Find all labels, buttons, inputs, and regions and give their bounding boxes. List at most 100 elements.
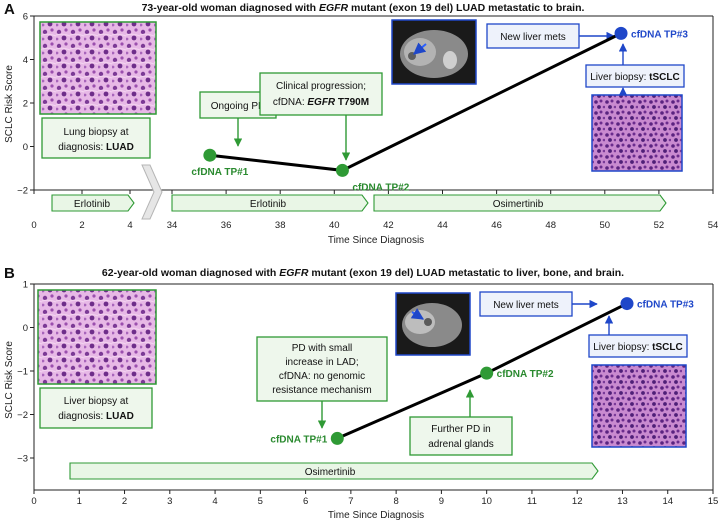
treatment-bar-osimertinib-b	[69, 462, 599, 480]
liver-biopsy-tsclc-box-a	[585, 64, 685, 88]
data-point	[330, 431, 344, 445]
x-tick-label: 36	[221, 220, 232, 231]
panel-a-x-axis-label: Time Since Diagnosis	[328, 235, 424, 246]
liver-biopsy-image-a	[591, 94, 683, 172]
ct-organ	[443, 51, 457, 69]
data-point-label: cfDNA TP#3	[631, 29, 688, 40]
panel-b-label: B	[4, 265, 15, 282]
x-tick-label: 52	[654, 220, 665, 231]
data-point	[614, 26, 628, 40]
x-tick-label: 13	[617, 496, 628, 507]
x-tick-label: 15	[708, 496, 719, 507]
liver-biopsy-diagnosis-line-1: Liver biopsy at	[64, 396, 129, 407]
treatment-bar-erlotinib-1	[51, 194, 135, 212]
y-tick-label: 6	[23, 12, 28, 23]
panel-b-title: 62-year-old woman diagnosed with EGFR mu…	[102, 267, 624, 279]
new-liver-mets-text-a: New liver mets	[500, 32, 566, 43]
panel-b-y-axis-label: SCLC Risk Score	[4, 341, 15, 419]
x-tick-label: 5	[258, 496, 263, 507]
x-tick-label: 6	[303, 496, 308, 507]
y-tick-label: −2	[17, 410, 28, 421]
treatment-label-erlotinib-2: Erlotinib	[250, 199, 287, 210]
x-tick-label: 0	[31, 496, 36, 507]
ct-arrow	[413, 42, 427, 55]
liver-biopsy-diagnosis-box	[39, 387, 153, 429]
x-tick-label: 38	[275, 220, 286, 231]
x-tick-label: 48	[545, 220, 556, 231]
x-tick-label: 42	[383, 220, 394, 231]
x-tick-label: 50	[600, 220, 611, 231]
y-tick-label: 0	[23, 142, 28, 153]
ct-liver-shape	[404, 38, 436, 66]
y-tick-label: 1	[23, 280, 28, 291]
treatment-label-osimertinib-a: Osimertinib	[493, 199, 544, 210]
data-point	[335, 163, 349, 177]
x-tick-label: 14	[662, 496, 673, 507]
y-tick-label: 4	[23, 55, 28, 66]
pd-line-4: resistance mechanism	[272, 385, 371, 396]
treatment-label-osimertinib-b: Osimertinib	[305, 467, 356, 478]
clinical-progression-box	[259, 72, 383, 116]
panel-a-label: A	[4, 1, 15, 18]
lung-biopsy-image	[39, 21, 157, 115]
panel-a-title: 73-year-old woman diagnosed with EGFR mu…	[142, 2, 585, 14]
lung-biopsy-line-1: Lung biopsy at	[63, 127, 128, 138]
x-tick-label: 12	[572, 496, 583, 507]
x-tick-label: 54	[708, 220, 719, 231]
liver-biopsy-tsclc-text-b: Liver biopsy: tSCLC	[593, 342, 682, 353]
panel-a: A 73-year-old woman diagnosed with EGFR …	[4, 1, 718, 246]
liver-biopsy-diagnosis-image	[37, 289, 157, 385]
x-tick-label: 0	[31, 220, 36, 231]
x-tick-label: 4	[212, 496, 217, 507]
x-tick-label: 2	[122, 496, 127, 507]
pd-line-1: PD with small	[292, 343, 353, 354]
pd-line-2: increase in LAD;	[285, 357, 358, 368]
x-tick-label: 7	[348, 496, 353, 507]
data-point	[620, 297, 634, 311]
further-pd-line-1: Further PD in	[431, 424, 490, 435]
treatment-bar-osimertinib-a	[373, 194, 667, 212]
panel-b-y-ticks: −3 −2 −1 0 1	[17, 280, 34, 465]
clinical-progression-line-2: cfDNA: EGFR T790M	[273, 97, 369, 108]
y-tick-label: −2	[17, 186, 28, 197]
new-liver-mets-text-b: New liver mets	[493, 300, 559, 311]
pd-small-increase-box	[256, 336, 388, 402]
lung-biopsy-line-2: diagnosis: LUAD	[58, 142, 134, 153]
treatment-label-erlotinib-1: Erlotinib	[74, 199, 111, 210]
further-pd-line-2: adrenal glands	[428, 439, 494, 450]
clinical-progression-line-1: Clinical progression;	[276, 81, 366, 92]
x-tick-label: 2	[79, 220, 84, 231]
panel-a-y-axis-label: SCLC Risk Score	[4, 65, 15, 143]
x-tick-label: 4	[127, 220, 132, 231]
data-point	[480, 366, 494, 380]
panel-b: B 62-year-old woman diagnosed with EGFR …	[4, 265, 718, 521]
panel-b-series: cfDNA TP#1 cfDNA TP#2 cfDNA TP#3	[270, 297, 694, 445]
x-tick-label: 3	[167, 496, 172, 507]
x-tick-label: 40	[329, 220, 340, 231]
x-tick-label: 44	[437, 220, 448, 231]
x-tick-label: 10	[481, 496, 492, 507]
y-tick-label: 0	[23, 323, 28, 334]
axis-break-marker	[141, 164, 163, 220]
liver-biopsy-image-b	[591, 364, 687, 448]
lung-biopsy-box	[41, 117, 151, 159]
data-point-label: cfDNA TP#2	[497, 369, 554, 380]
ct-b-lesion	[424, 318, 432, 326]
data-point-label: cfDNA TP#1	[191, 167, 248, 178]
x-tick-label: 34	[167, 220, 178, 231]
ongoing-pr-text: Ongoing PR	[211, 101, 265, 112]
x-tick-label: 1	[77, 496, 82, 507]
y-tick-label: −3	[17, 454, 28, 465]
liver-biopsy-tsclc-box-b	[588, 334, 688, 358]
ct-b-arrow	[410, 308, 425, 320]
data-point-label: cfDNA TP#1	[270, 434, 327, 445]
data-point-label: cfDNA TP#3	[637, 300, 694, 311]
y-tick-label: −1	[17, 367, 28, 378]
liver-biopsy-tsclc-text-a: Liver biopsy: tSCLC	[590, 72, 679, 83]
x-tick-label: 9	[439, 496, 444, 507]
